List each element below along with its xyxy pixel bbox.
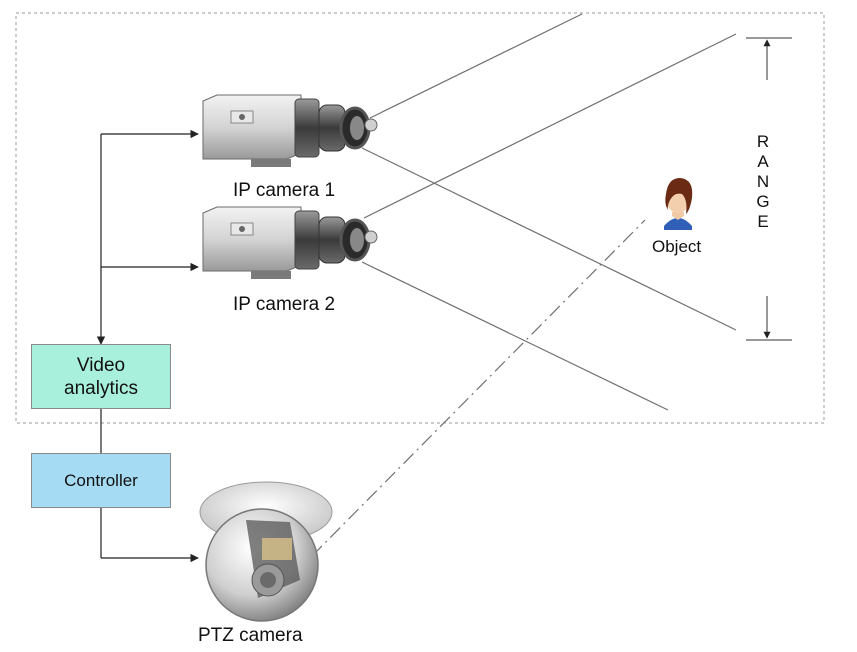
video-analytics-box: Video analytics <box>31 344 171 409</box>
range-letter-a: A <box>757 152 769 171</box>
ptz-dome-camera-icon <box>199 481 333 622</box>
controller-box: Controller <box>31 453 171 508</box>
video-analytics-line2: analytics <box>64 377 138 399</box>
person-icon <box>664 178 693 230</box>
connector-lines <box>96 129 199 563</box>
ip-camera-2-icon <box>202 206 378 279</box>
range-letter-e: E <box>757 212 769 231</box>
camera1-fov-upper <box>369 13 583 119</box>
camera1-fov-lower <box>361 147 737 331</box>
camera2-fov-lower <box>361 261 669 411</box>
video-analytics-line1: Video <box>76 354 126 376</box>
range-letter-r: R <box>756 132 770 151</box>
camera2-label: IP camera 2 <box>233 294 336 315</box>
camera2-fov-upper <box>363 33 737 219</box>
camera1-label: IP camera 1 <box>233 180 336 201</box>
range-letter-g: G <box>756 192 770 211</box>
ptz-camera-label: PTZ camera <box>198 625 303 646</box>
ptz-tracking-line <box>311 219 646 557</box>
range-marker <box>746 37 792 341</box>
range-letter-n: N <box>756 172 770 191</box>
object-label: Object <box>652 237 702 256</box>
coverage-zone <box>15 12 825 424</box>
ip-camera-1-icon <box>202 94 378 167</box>
